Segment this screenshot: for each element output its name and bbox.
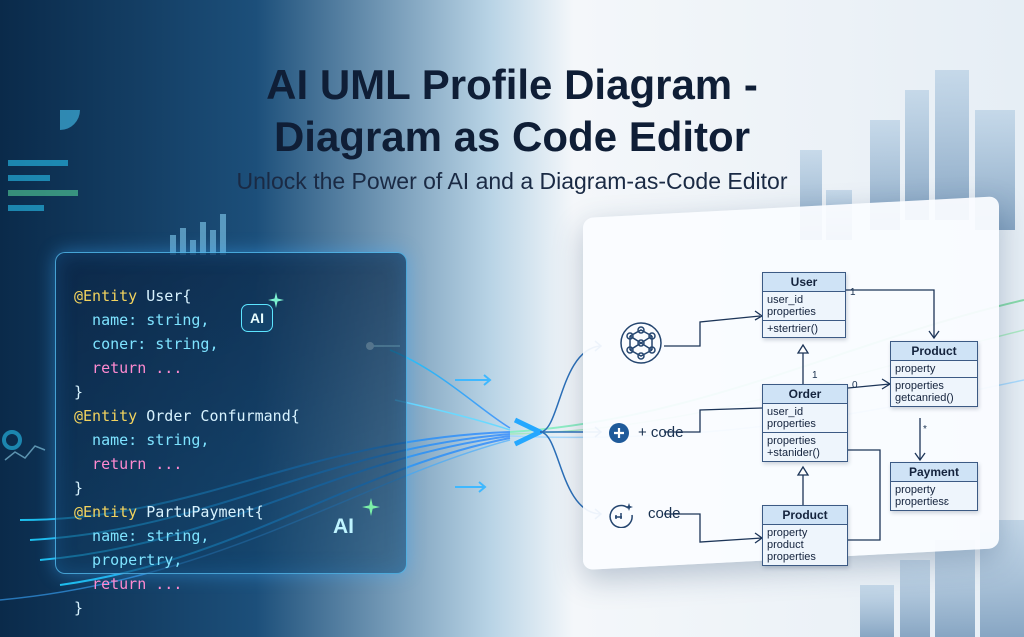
class-member: getcanried() [895,392,954,404]
code-editor-panel[interactable] [55,252,407,574]
class-member: user_id [767,406,804,418]
page-subtitle: Unlock the Power of AI and a Diagram-as-… [236,168,788,194]
neural-network-icon [620,322,662,364]
code-line: } [74,380,300,404]
code-token: Order Confurmand{ [146,407,300,425]
code-token: name: string, [74,431,210,449]
code-token: name: string, [74,527,210,545]
code-token: return ... [74,575,183,593]
uml-class-user[interactable]: User user_id properties +stertrier() [762,272,846,338]
class-attributes: property [891,361,977,378]
uml-class-payment[interactable]: Payment property propertiesɛ [890,462,978,511]
code-token: @Entity [74,407,147,425]
code-token: name: string, [74,311,210,329]
ai-logo-text: AI [333,515,354,538]
code-line: return ... [74,452,300,476]
code-token: } [74,599,84,617]
code-line: @Entity Order Confurmand{ [74,404,300,428]
class-member: user_id [767,294,804,306]
class-name: Order [763,385,847,404]
class-member: properties [767,306,816,318]
code-token: } [74,383,84,401]
class-operations: properties +stanider() [763,433,847,461]
ai-badge-icon: AI [241,304,273,332]
code-line: name: string, [74,428,300,452]
uml-class-product-secondary[interactable]: Product property product properties [762,505,848,566]
uml-class-order[interactable]: Order user_id properties properties +sta… [762,384,848,462]
code-token: User{ [146,287,192,305]
code-token: PartuPayment{ [146,503,264,521]
class-member: properties [767,435,816,447]
class-attributes: user_id properties [763,292,845,321]
class-name: Payment [891,463,977,482]
multiplicity-label: 1 [812,370,818,381]
code-line: name: string, [74,524,300,548]
class-member: +stanider() [767,447,820,459]
class-member: property [895,484,936,496]
class-name: Product [891,342,977,361]
class-operations: properties getcanried() [891,378,977,406]
code-token: } [74,479,84,497]
code-line: } [74,476,300,500]
class-name: User [763,273,845,292]
code-line: } [74,596,300,620]
class-attributes: user_id properties [763,404,847,433]
add-code-label: + code [638,424,684,441]
code-line: return ... [74,572,300,596]
code-line: propertry, [74,548,300,572]
class-member: properties [895,380,944,392]
code-token: return ... [74,359,183,377]
class-member: propertiesɛ [895,496,949,508]
multiplicity-label: 0 [852,380,858,391]
code-token: @Entity [74,503,147,521]
multiplicity-label: * [923,424,927,435]
page-title-line-2: Diagram as Code Editor [273,113,751,160]
code-line: name: string, [74,308,300,332]
class-attributes: property propertiesɛ [891,482,977,510]
uml-class-product[interactable]: Product property properties getcanried() [890,341,978,407]
code-line: @Entity User{ [74,284,300,308]
class-operations: +stertrier() [763,321,845,337]
code-line: @Entity PartuPayment{ [74,500,300,524]
class-member: +stertrier() [767,323,819,335]
code-token: propertry, [74,551,183,569]
multiplicity-label: 1 [850,287,856,298]
class-attributes: property product properties [763,525,847,565]
code-token: coner: string, [74,335,219,353]
class-member: property [767,527,808,539]
code-token: @Entity [74,287,147,305]
code-line: coner: string, [74,332,300,356]
class-name: Product [763,506,847,525]
class-member: product [767,539,804,551]
ai-sparkle-icon [362,498,380,516]
ai-code-icon [609,503,633,528]
add-code-icon [609,423,629,443]
code-line: return ... [74,356,300,380]
code-editor-content[interactable]: @Entity User{ name: string, coner: strin… [74,284,300,620]
left-chart-decor [2,110,226,461]
class-member: properties [767,551,816,563]
page-title-line-1: AI UML Profile Diagram - [266,61,758,108]
code-token: return ... [74,455,183,473]
class-member: property [895,363,936,375]
sparkle-icon [268,292,284,308]
class-member: properties [767,418,816,430]
